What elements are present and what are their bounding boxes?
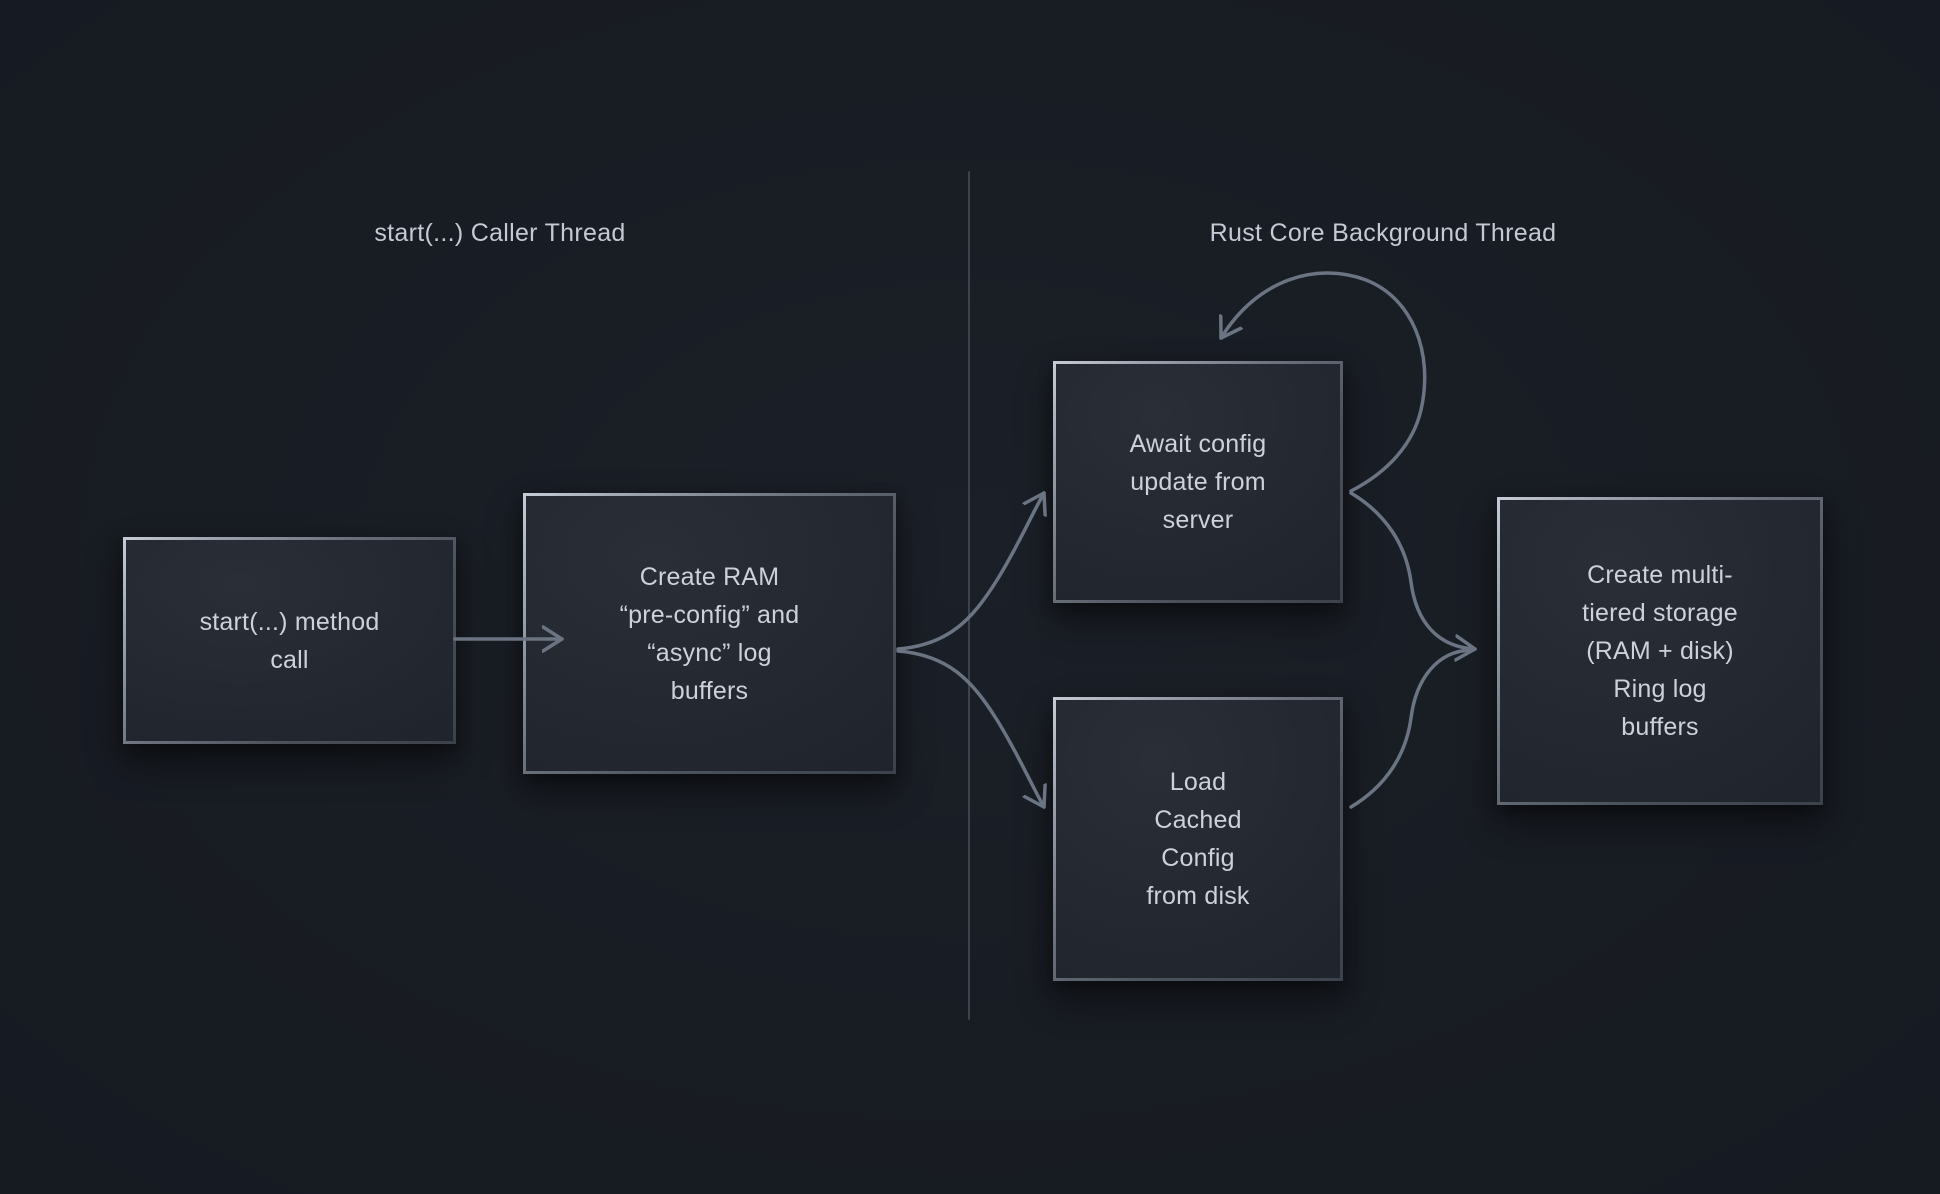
node-body: start(...) method call — [126, 540, 453, 741]
lane-title-caller-thread: start(...) Caller Thread — [374, 219, 626, 247]
node-label-create-ram-buffers: Create RAM “pre-config” and “async” log … — [619, 562, 800, 705]
node-start-method-call: start(...) method call — [123, 537, 456, 744]
node-load-cached-config: Load Cached Config from disk — [1053, 697, 1343, 981]
edge-await-config-to-storage — [1349, 491, 1477, 649]
edge-load-cached-to-storage — [1349, 648, 1473, 809]
node-label-load-cached-config: Load Cached Config from disk — [1146, 768, 1250, 910]
node-create-tiered-storage: Create multi- tiered storage (RAM + disk… — [1497, 497, 1823, 805]
node-label-create-tiered-storage: Create multi- tiered storage (RAM + disk… — [1582, 561, 1738, 741]
node-body: Load Cached Config from disk — [1056, 700, 1340, 978]
node-body: Create multi- tiered storage (RAM + disk… — [1500, 500, 1820, 802]
node-create-ram-buffers: Create RAM “pre-config” and “async” log … — [523, 493, 896, 774]
node-body: Create RAM “pre-config” and “async” log … — [526, 496, 893, 771]
node-label-await-config-update: Await config update from server — [1129, 430, 1267, 534]
node-await-config-update: Await config update from server — [1053, 361, 1343, 603]
node-label-start-method-call: start(...) method call — [199, 607, 380, 674]
node-body: Await config update from server — [1056, 364, 1340, 600]
edge-create-buffers-to-await-config — [896, 491, 1044, 651]
lane-title-rust-core-thread: Rust Core Background Thread — [1209, 219, 1557, 247]
edge-create-buffers-to-load-cached — [896, 649, 1044, 809]
lane-divider-line — [968, 171, 970, 1020]
